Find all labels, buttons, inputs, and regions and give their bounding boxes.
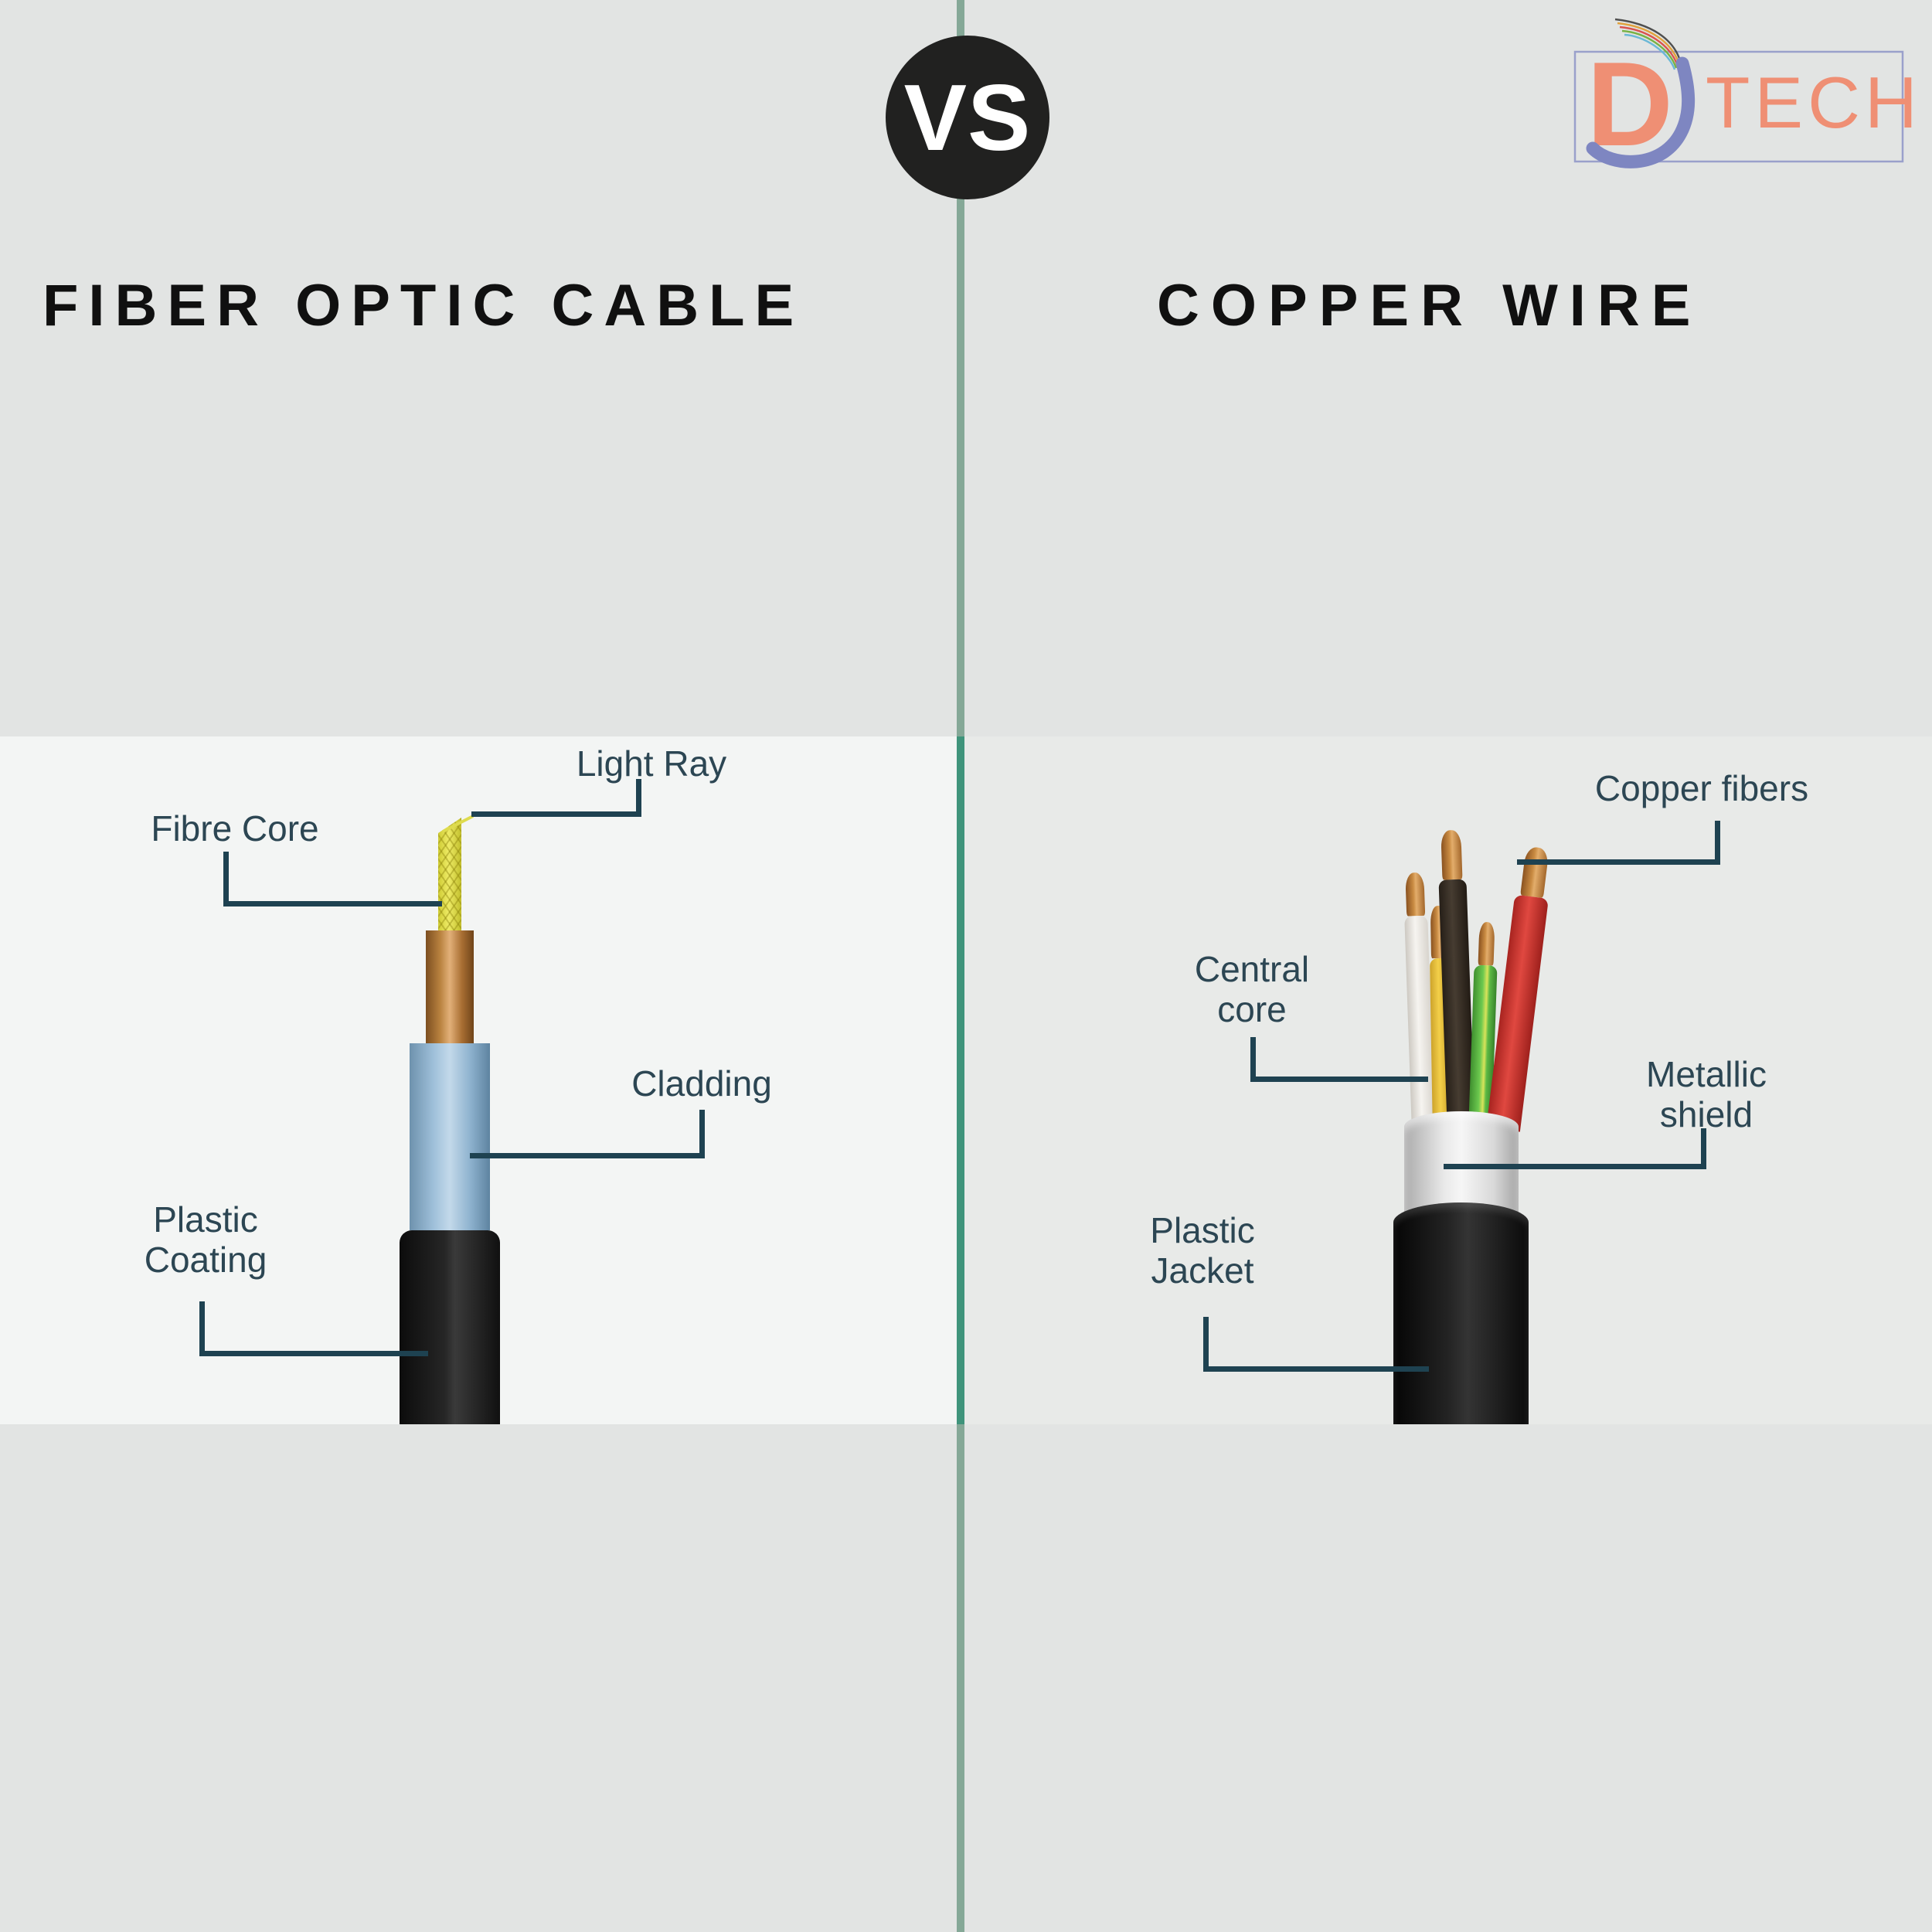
- plastic-coating-connector: [199, 1351, 428, 1356]
- light-ray-connector: [471, 811, 641, 817]
- central-core-connector: [1250, 1077, 1428, 1082]
- plastic-jacket-connector: [1203, 1317, 1209, 1371]
- copper-fibers-connector: [1715, 821, 1720, 863]
- copper-tip: [1520, 845, 1549, 899]
- right-title: COPPER WIRE: [1157, 273, 1702, 338]
- logo-fiber-strand-icon: [1614, 18, 1682, 64]
- vs-badge-text: VS: [903, 65, 1032, 170]
- cladding-layer: [410, 1043, 490, 1230]
- plastic-coating-layer: [400, 1230, 500, 1424]
- plastic-coating-connector: [199, 1301, 205, 1355]
- logo-fiber-strand-icon: [1624, 33, 1676, 70]
- logo-cable-arc-icon: [1586, 56, 1696, 168]
- cladding-connector: [470, 1153, 705, 1158]
- copper-tip: [1478, 921, 1495, 966]
- plastic-jacket-label: Plastic Jacket: [1150, 1210, 1255, 1291]
- central-core-label: Central core: [1194, 949, 1310, 1030]
- logo-frame: [1573, 50, 1904, 163]
- fibre-core-strand: [438, 818, 461, 930]
- center-divider-bright: [957, 736, 964, 1424]
- metallic-shield-connector: [1701, 1128, 1706, 1168]
- fibre-core-label: Fibre Core: [151, 808, 319, 849]
- metallic-shield-connector: [1444, 1164, 1706, 1169]
- vs-badge: VS: [886, 36, 1049, 199]
- plastic-coating-label: Plastic Coating: [144, 1199, 267, 1281]
- dtech-logo: D TECH: [1573, 18, 1913, 170]
- cladding-label: Cladding: [631, 1063, 772, 1104]
- fibre-core-connector: [223, 901, 442, 906]
- logo-fiber-strand-icon: [1619, 26, 1679, 67]
- logo-fiber-strand-icon: [1621, 29, 1678, 69]
- fibre-core-connector: [223, 852, 229, 906]
- logo-fiber-strand-icon: [1617, 22, 1681, 66]
- light-ray-label: Light Ray: [576, 743, 727, 784]
- plastic-jacket-connector: [1203, 1366, 1429, 1372]
- light-ray-connector: [636, 779, 641, 816]
- copper-tip: [1405, 872, 1426, 917]
- left-title: FIBER OPTIC CABLE: [43, 273, 804, 338]
- cladding-connector: [699, 1110, 705, 1158]
- copper-fibers-connector: [1517, 859, 1720, 865]
- central-core-connector: [1250, 1037, 1256, 1082]
- plastic-jacket-cylinder: [1393, 1202, 1529, 1424]
- metallic-shield-label: Metallic shield: [1646, 1054, 1767, 1135]
- logo-tech: TECH: [1706, 62, 1913, 143]
- copper-fibers-label: Copper fibers: [1594, 768, 1809, 808]
- copper-tip: [1440, 829, 1463, 880]
- copper-buffer-layer: [426, 930, 474, 1043]
